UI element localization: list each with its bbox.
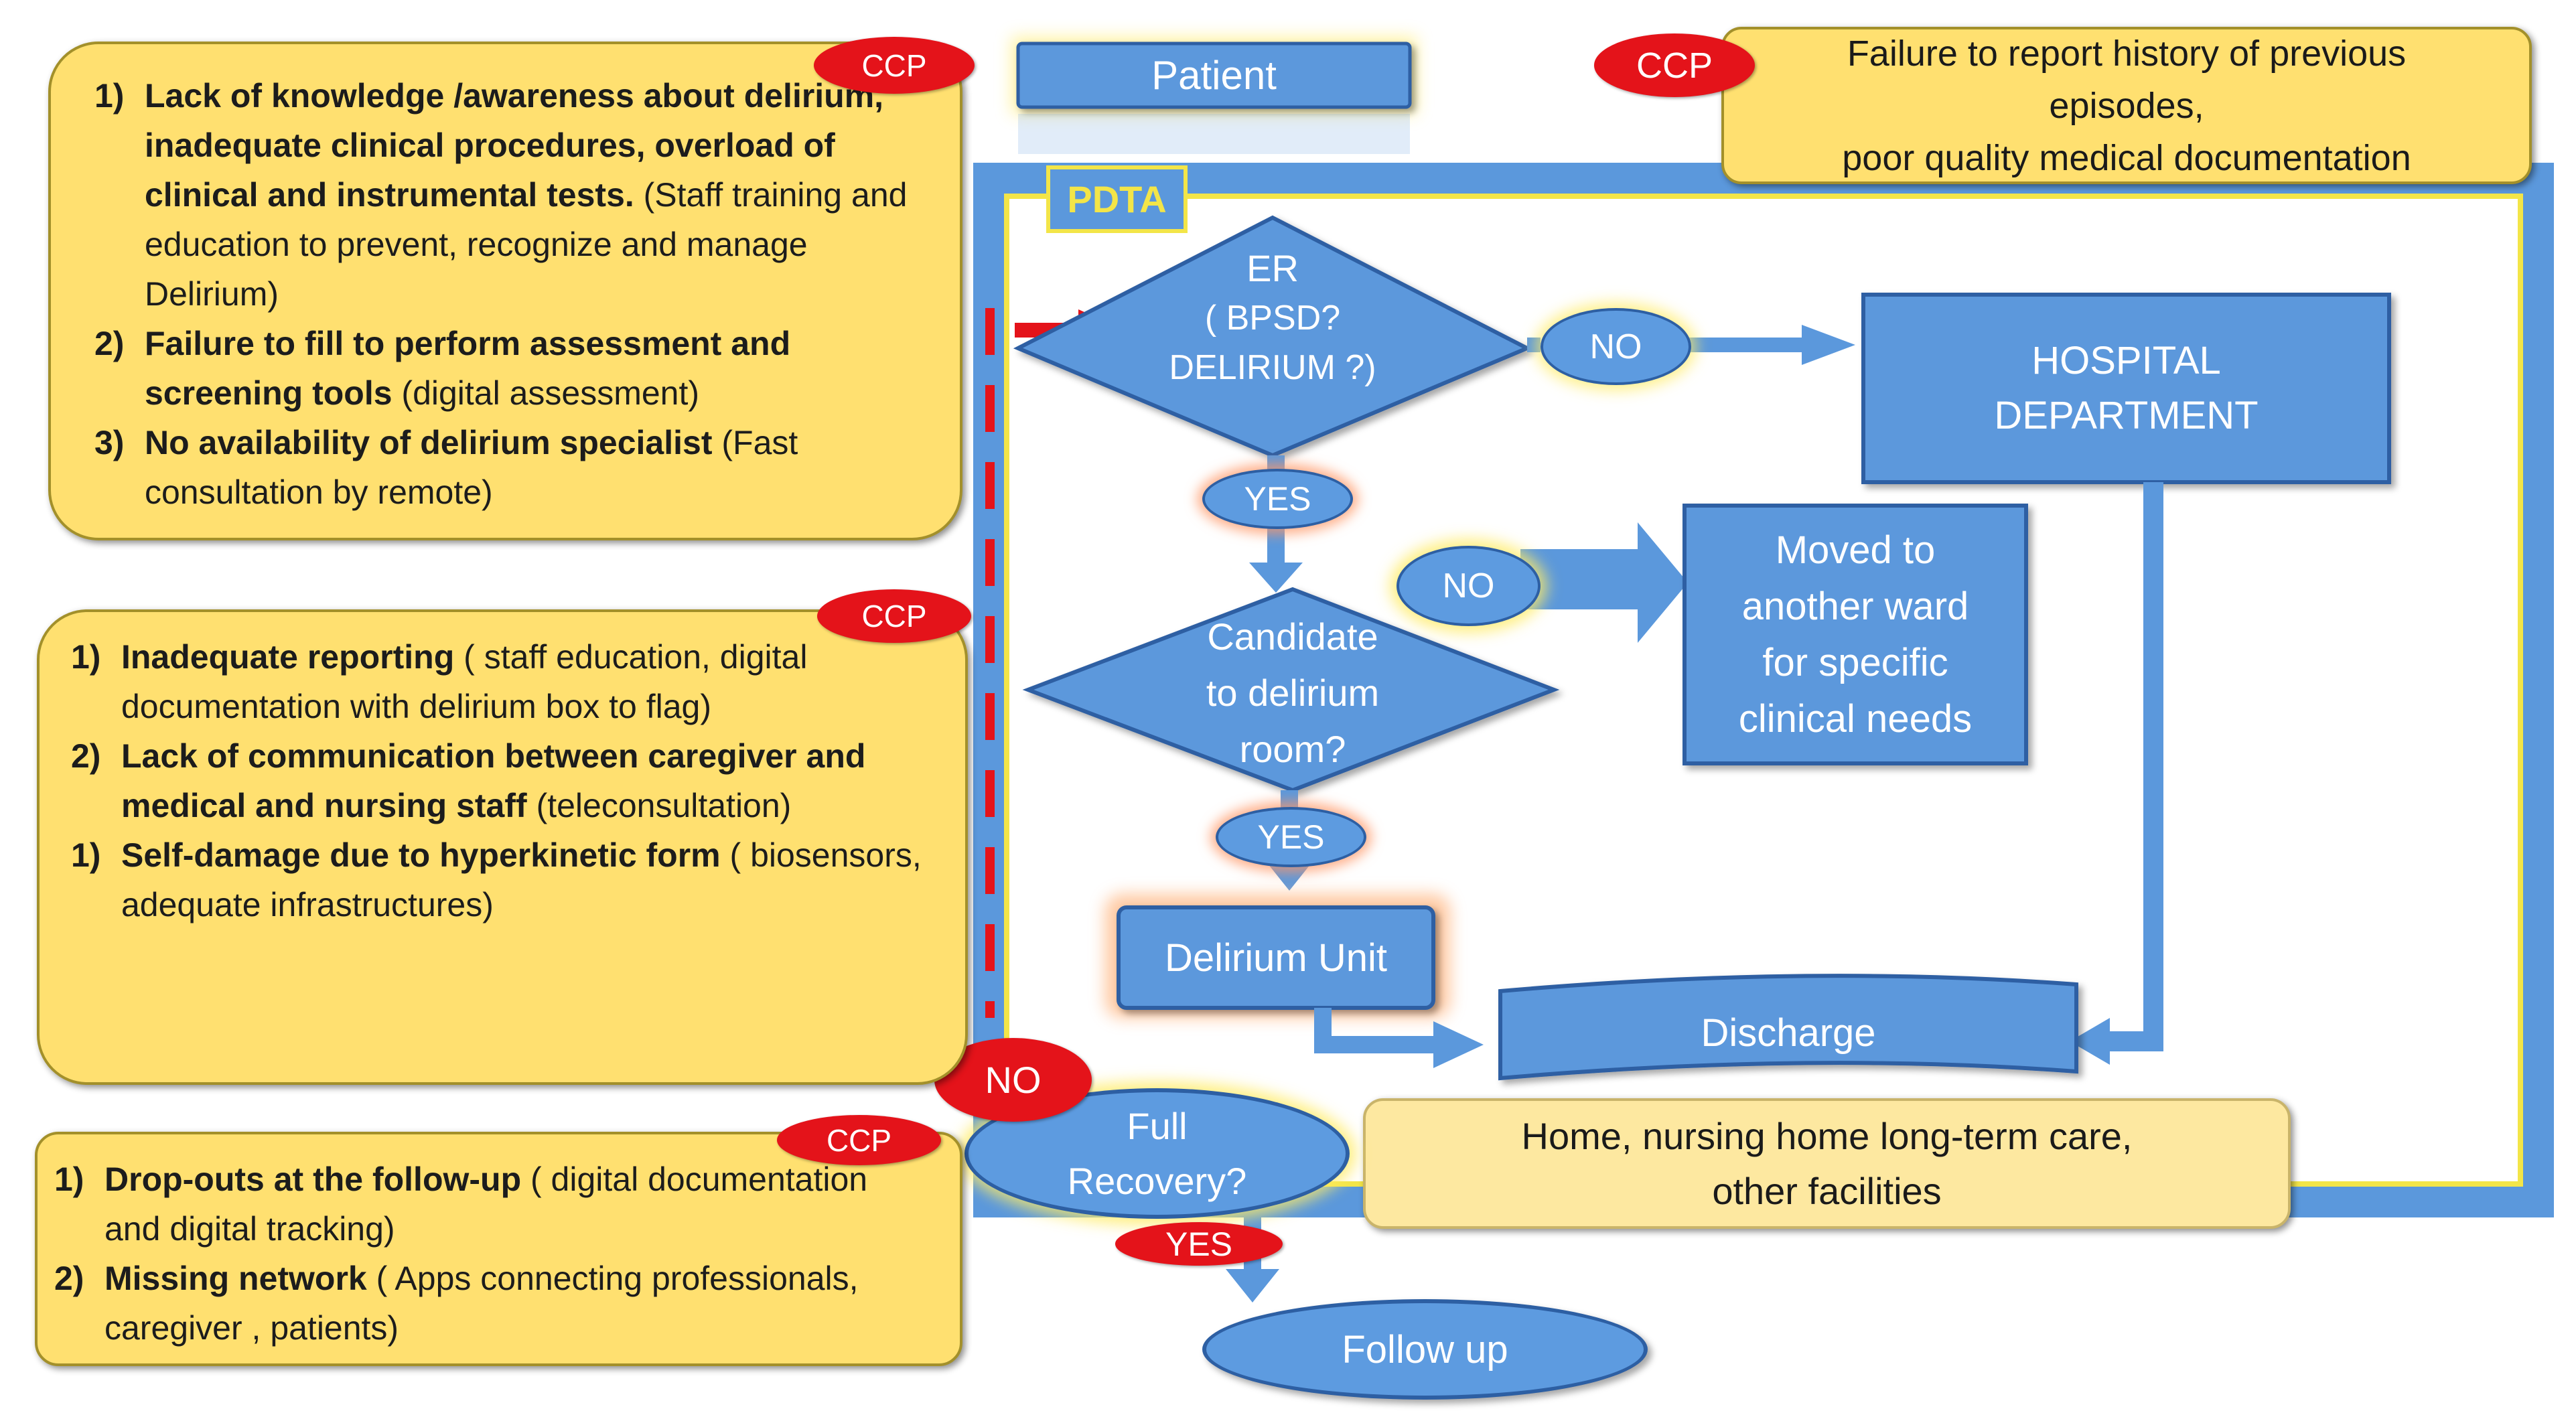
item-bold: Missing network (104, 1260, 367, 1297)
item-bold: Drop-outs at the follow-up (104, 1161, 522, 1198)
home-note: Home, nursing home long-term care, other… (1363, 1098, 2291, 1229)
ccp-badge-1: CCP (814, 37, 975, 94)
hospital-line: HOSPITAL (2031, 339, 2221, 382)
item-rest: (Staff training and education to prevent… (145, 176, 908, 313)
er-line: DELIRIUM ?) (1169, 348, 1376, 387)
item-number: 1) (94, 77, 125, 115)
top-right-note-line: poor quality medical documentation (1842, 137, 2411, 178)
er-line: ( BPSD? (1204, 299, 1341, 338)
note-ward-item: 2) Lack of communication between caregive… (54, 731, 932, 830)
home-line: Home, nursing home long-term care, (1521, 1114, 2133, 1157)
top-right-note: Failure to report history of previous ep… (1721, 27, 2532, 184)
note-ward-item: 1) Self-damage due to hyperkinetic form (… (54, 830, 932, 929)
moved-line: clinical needs (1738, 696, 1973, 741)
arrow-hospital-discharge (2103, 482, 2163, 1051)
top-right-note-line: episodes, (2049, 85, 2204, 126)
item-rest: (Fast consultation by remote) (145, 424, 798, 511)
ccp-badge-3: CCP (777, 1115, 941, 1165)
moved-line: for specific (1762, 640, 1948, 684)
note-followup-item: 1) Drop-outs at the follow-up ( digital d… (38, 1155, 926, 1254)
er-line: ER (1246, 247, 1299, 289)
yes-oval-candidate[interactable]: YES (1216, 807, 1366, 867)
item-rest: ( staff education, digital documentation… (121, 638, 808, 725)
note-er-risks: 1) Lack of knowledge /awareness about del… (48, 42, 962, 540)
note-ward-list: 1) Inadequate reporting ( staff education… (54, 632, 932, 929)
delirium-unit-label: Delirium Unit (1165, 936, 1387, 980)
item-rest: ( biosensors, adequate infrastructures) (121, 836, 922, 923)
pdta-label: PDTA (1067, 178, 1167, 220)
item-bold: Self-damage due to hyperkinetic form (121, 836, 721, 874)
ccp-badge-2: CCP (817, 589, 971, 643)
moved-line: Moved to (1775, 528, 1936, 572)
top-right-note-line: Failure to report history of previous (1847, 33, 2407, 74)
no-oval-candidate[interactable]: NO (1397, 546, 1541, 626)
ccp-badge-top-right: CCP (1594, 33, 1755, 97)
full-recovery-line: Recovery? (1067, 1159, 1247, 1202)
note-followup-risks: 1) Drop-outs at the follow-up ( digital d… (35, 1132, 962, 1366)
patient-box[interactable] (1016, 42, 1412, 109)
yes-oval-er[interactable]: YES (1202, 469, 1353, 529)
note-followup-item: 2) Missing network ( Apps connecting prof… (38, 1254, 926, 1353)
moved-line: another ward (1741, 584, 1969, 628)
discharge-banner[interactable] (1498, 974, 2078, 1081)
item-rest: ( Apps connecting professionals, caregiv… (104, 1260, 859, 1347)
candidate-label: Candidate to delirium room? (1139, 603, 1447, 784)
delirium-unit-box[interactable] (1117, 905, 1435, 1010)
moved-box[interactable] (1683, 504, 2028, 765)
item-number: 3) (94, 424, 125, 461)
hospital-line: DEPARTMENT (1994, 394, 2259, 437)
arrow-unit-discharge (1314, 1008, 1440, 1053)
candidate-line: to delirium (1206, 672, 1380, 714)
arrow-no-moved (1520, 522, 1688, 643)
full-recovery-oval[interactable]: Full Recovery? (964, 1088, 1350, 1219)
note-followup-list: 1) Drop-outs at the follow-up ( digital d… (38, 1155, 926, 1353)
no-oval-er[interactable]: NO (1541, 308, 1691, 385)
item-number: 2) (54, 1260, 84, 1297)
yes-badge-red: YES (1115, 1222, 1283, 1266)
moved-label: Moved to another ward for specific clini… (1685, 506, 2026, 763)
item-bold: Failure to fill to perform assessment an… (145, 325, 791, 412)
item-number: 1) (71, 638, 101, 676)
er-label: ER ( BPSD? DELIRIUM ?) (1112, 234, 1433, 402)
item-bold: No availability of delirium specialist (145, 424, 713, 461)
candidate-line: room? (1239, 728, 1346, 770)
item-number: 2) (71, 737, 101, 775)
item-rest: ( digital documentation and digital trac… (104, 1161, 868, 1248)
patient-label: Patient (1151, 53, 1277, 98)
item-number: 1) (54, 1161, 84, 1198)
note-er-item: 3) No availability of delirium specialist… (78, 418, 926, 517)
hospital-department-label: HOSPITAL DEPARTMENT (1863, 295, 2389, 482)
home-line: other facilities (1712, 1169, 1942, 1212)
item-bold: Inadequate reporting (121, 638, 455, 676)
item-rest: (teleconsultation) (526, 787, 792, 824)
note-ward-item: 1) Inadequate reporting ( staff education… (54, 632, 932, 731)
note-er-item: 2) Failure to fill to perform assessment … (78, 319, 926, 418)
discharge-label: Discharge (1701, 1011, 1876, 1055)
item-number: 2) (94, 325, 125, 362)
item-number: 1) (71, 836, 101, 874)
follow-up-oval[interactable]: Follow up (1202, 1299, 1648, 1400)
candidate-line: Candidate (1207, 615, 1378, 658)
full-recovery-line: Full (1127, 1104, 1188, 1147)
item-rest: (digital assessment) (392, 374, 700, 412)
hospital-department-box[interactable] (1861, 293, 2391, 484)
pdta-label-box (1046, 165, 1188, 233)
item-bold: Lack of knowledge /awareness about delir… (145, 77, 884, 214)
note-er-item: 1) Lack of knowledge /awareness about del… (78, 71, 926, 319)
item-bold: Lack of communication between caregiver … (121, 737, 866, 824)
note-ward-risks: 1) Inadequate reporting ( staff education… (37, 609, 968, 1085)
note-er-list: 1) Lack of knowledge /awareness about del… (78, 71, 926, 517)
